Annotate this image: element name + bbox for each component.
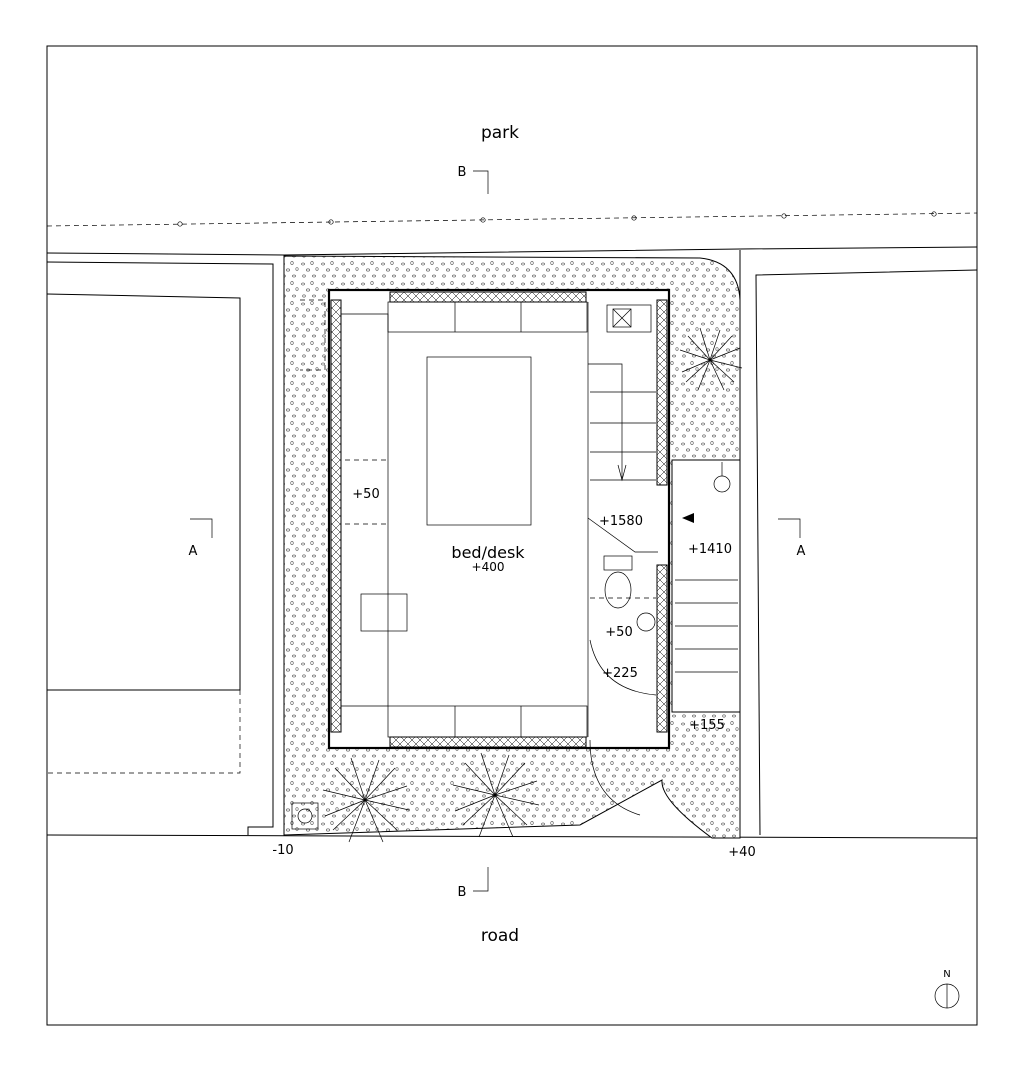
room-name: bed/desk (451, 543, 525, 562)
level-minus10: -10 (272, 843, 293, 858)
house (300, 288, 671, 816)
neighbour-building-right (739, 250, 978, 838)
section-label-a-left: A (189, 544, 198, 559)
level-40: +40 (728, 845, 755, 860)
section-label-a-right: A (797, 544, 806, 559)
section-marker-a-right (778, 518, 801, 538)
sink-icon (612, 308, 632, 328)
level-50-right: +50 (605, 625, 632, 640)
entrance-arrow-icon (682, 513, 694, 523)
north-arrow-icon (934, 983, 960, 1009)
bed (426, 356, 532, 526)
section-marker-a-left (190, 518, 213, 538)
section-marker-b-top (473, 170, 489, 194)
south-shelf (387, 705, 588, 738)
tree-icon (322, 757, 410, 843)
section-label-b-bottom: B (458, 885, 467, 900)
stairs (588, 363, 656, 481)
toilet-icon (604, 571, 632, 609)
wall-east-lower (656, 564, 668, 733)
desk-stool (360, 593, 408, 632)
section-label-b-top: B (458, 165, 467, 180)
basin-icon (636, 612, 656, 632)
room-level: +400 (472, 560, 505, 574)
meter-box (291, 802, 319, 830)
label-park: park (481, 123, 519, 143)
wall-north (389, 291, 587, 303)
neighbour-building-left (46, 261, 274, 835)
park-boundary (46, 246, 978, 256)
tree-icon (679, 327, 743, 391)
tree-icon (452, 752, 540, 838)
sink-counter (606, 304, 652, 333)
entrance-stairs (671, 459, 741, 713)
wall-west (330, 299, 342, 733)
level-50-left: +50 (352, 487, 379, 502)
level-1580: +1580 (599, 514, 643, 529)
level-1410: +1410 (688, 542, 732, 557)
drawing-frame (46, 45, 978, 1026)
north-label: N (943, 969, 950, 980)
property-line (46, 211, 978, 227)
section-marker-b-bottom (473, 867, 489, 892)
lamp-icon (713, 475, 731, 493)
level-155: +155 (689, 718, 725, 733)
wall-east-upper (656, 299, 668, 486)
label-road: road (481, 926, 519, 946)
wall-south (389, 736, 587, 748)
road-edge (46, 834, 978, 839)
level-225: +225 (602, 666, 638, 681)
